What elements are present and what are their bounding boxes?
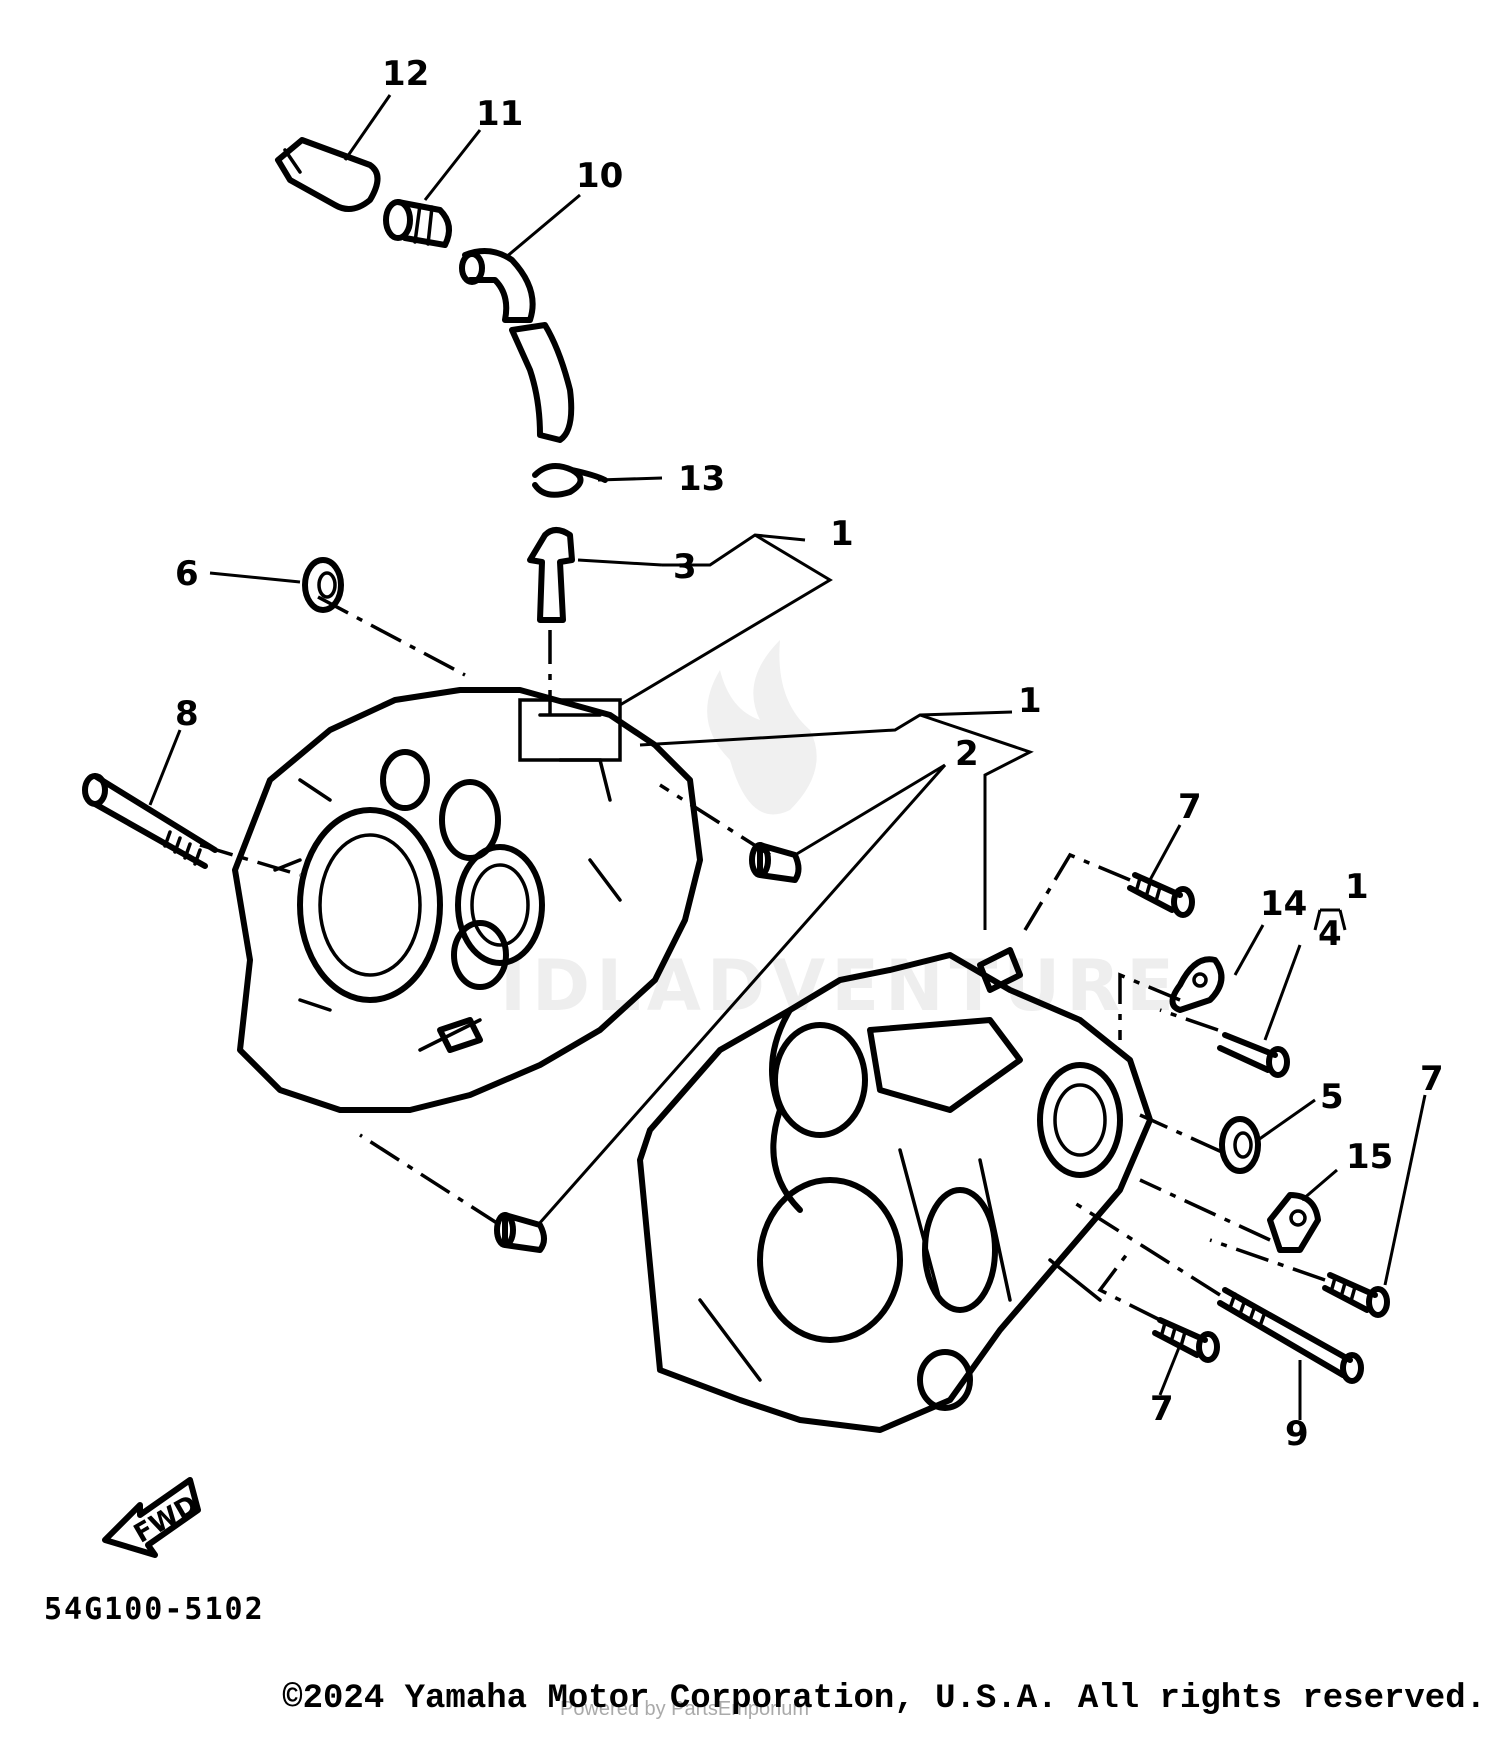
callout-5: 5	[1320, 1077, 1344, 1117]
forward-direction-arrow: FWD	[102, 1477, 203, 1558]
breather-nipple-part	[527, 527, 575, 623]
callout-7-bottom: 7	[1150, 1389, 1174, 1429]
callout-6: 6	[175, 554, 199, 594]
watermark-text: Powered by PartsEmporium	[560, 1698, 809, 1720]
bolt-part-7-top	[1127, 872, 1195, 918]
callout-7-top: 7	[1178, 787, 1202, 827]
callout-9: 9	[1285, 1414, 1309, 1454]
callout-3: 3	[673, 547, 697, 587]
breather-connector-part	[383, 199, 452, 248]
oil-seal-part-5	[1219, 1116, 1261, 1174]
assembly-lines	[199, 595, 1326, 1322]
watermark-logo: IDLADVENTURE	[500, 640, 1180, 1027]
dowel-pin-part-lower	[494, 1212, 547, 1253]
breather-hose-part	[459, 248, 575, 443]
plate-part-14	[1169, 956, 1225, 1013]
callout-15: 15	[1346, 1137, 1393, 1177]
bolt-part-7-bottom	[1152, 1317, 1220, 1363]
callout-1-top: 1	[830, 514, 854, 554]
leader-lines	[148, 94, 1427, 1420]
dowel-pin-part-upper	[749, 842, 802, 883]
callout-11: 11	[476, 94, 523, 134]
callout-13: 13	[678, 459, 725, 499]
breather-cap-part	[275, 137, 381, 212]
callout-12: 12	[382, 54, 429, 94]
bolt-part-7-right	[1322, 1272, 1390, 1318]
callout-7-right: 7	[1420, 1059, 1444, 1099]
long-bolt-part-9	[1217, 1287, 1364, 1384]
oil-seal-part-6	[302, 557, 344, 613]
callout-1-right: 1	[1345, 867, 1369, 907]
long-bolt-part-8	[82, 773, 218, 869]
callout-numbers: 12 11 10 13 3 1 6 8 1 2 7 14 1 4 5 15 7 …	[175, 54, 1444, 1454]
copyright-notice: ©2024 Yamaha Motor Corporation, U.S.A. A…	[282, 1680, 1486, 1718]
right-crankcase-half	[637, 947, 1153, 1433]
holder-part-15	[1267, 1192, 1321, 1253]
diagram-code: 54G100-5102	[44, 1592, 265, 1627]
callout-4: 4	[1318, 914, 1342, 954]
hose-clip-part	[532, 463, 608, 498]
callout-2: 2	[955, 734, 979, 774]
svg-text:IDLADVENTURE: IDLADVENTURE	[500, 945, 1180, 1027]
callout-1-middle: 1	[1018, 681, 1042, 721]
left-crankcase-half	[232, 687, 703, 1113]
callout-8: 8	[175, 694, 199, 734]
callout-14: 14	[1260, 884, 1307, 924]
callout-10: 10	[576, 156, 623, 196]
screw-part-4	[1217, 1032, 1290, 1078]
